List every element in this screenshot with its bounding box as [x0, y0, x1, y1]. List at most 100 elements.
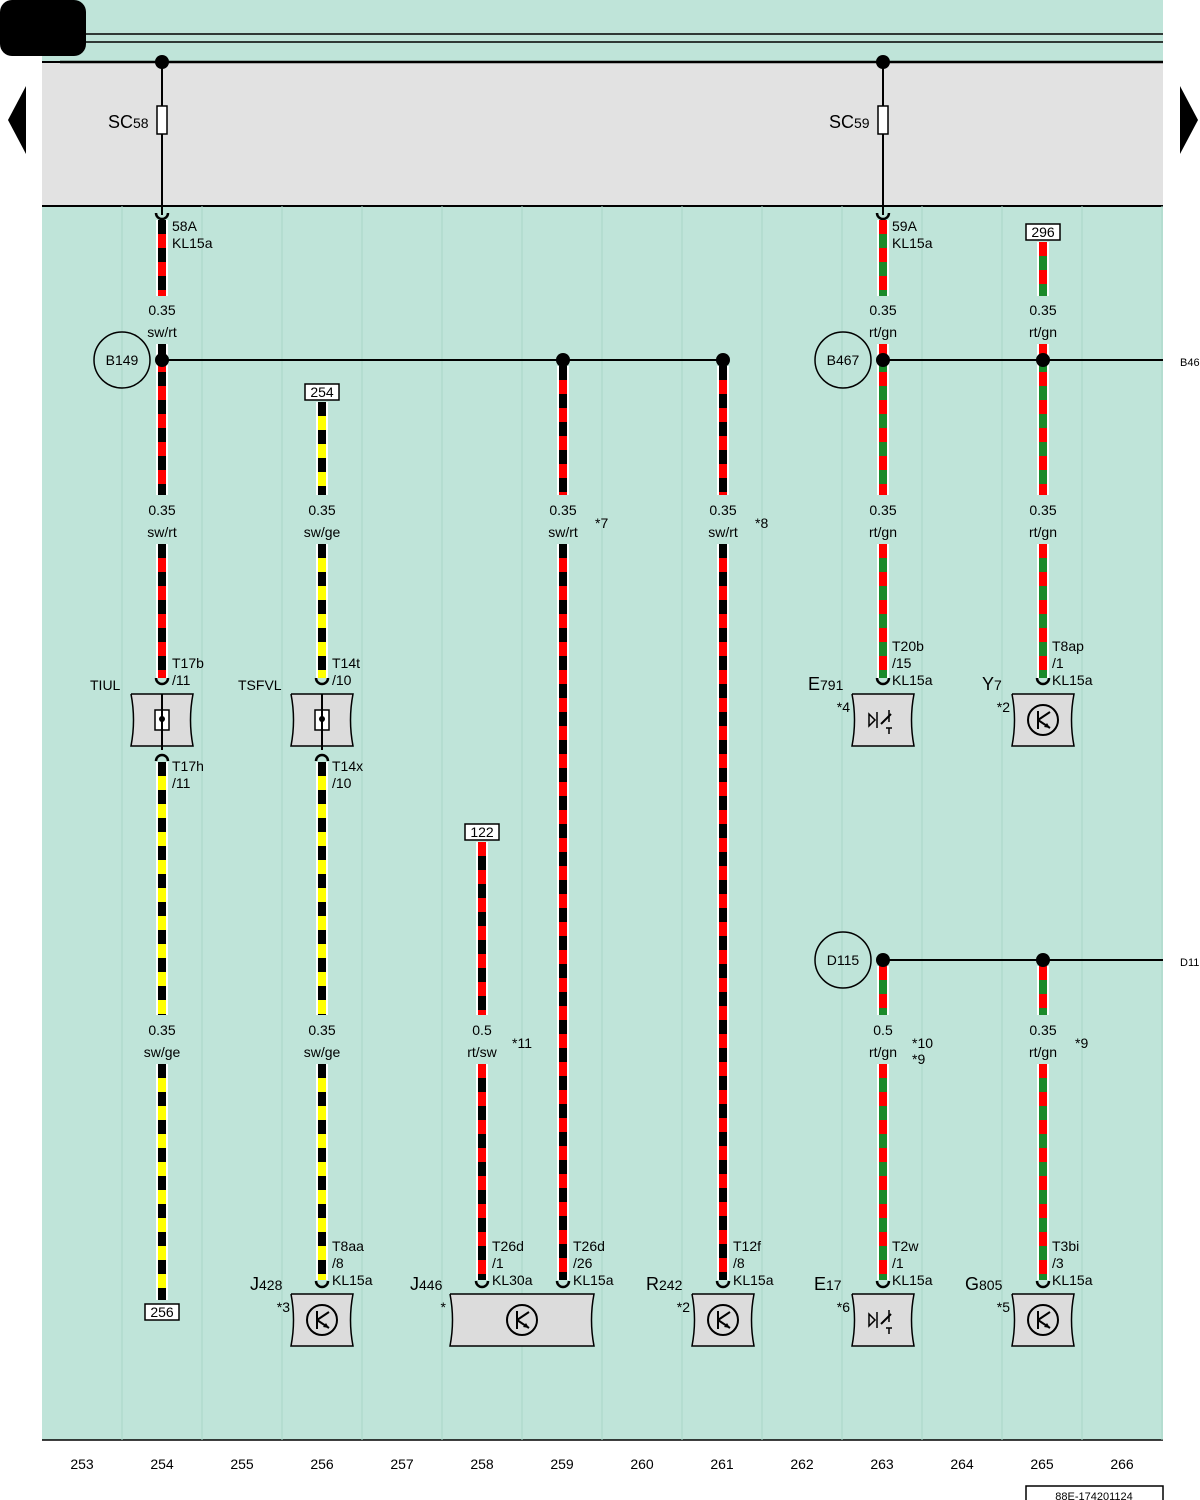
nav-left-arrow-icon[interactable] — [8, 86, 26, 154]
wire-gauge: 0.35 — [148, 502, 175, 518]
control-unit-icon — [1027, 1304, 1059, 1336]
wire-color-code: rt/gn — [1029, 524, 1057, 540]
pin-label-line: /8 — [733, 1255, 745, 1271]
pin-label-line: T8aa — [332, 1238, 364, 1254]
icon-line-a — [516, 1311, 530, 1321]
ref-box-label: 254 — [310, 384, 334, 400]
icon-circle — [1027, 704, 1059, 736]
bus-tap-dot — [876, 55, 890, 69]
wire-color-code: rt/gn — [1029, 1044, 1057, 1060]
track-number: 263 — [870, 1456, 894, 1472]
track-number: 260 — [630, 1456, 654, 1472]
icon-arrow — [323, 1323, 329, 1328]
wire-note-w263c: *9 — [912, 1051, 925, 1067]
node-D115: D115 — [814, 931, 872, 989]
wire-color-code: sw/rt — [147, 524, 177, 540]
component-J446 — [449, 1293, 595, 1347]
doc-id-box — [1025, 1485, 1164, 1500]
node-label: D115 — [827, 952, 860, 968]
bus-tap-dot — [155, 55, 169, 69]
wire-spec-backdrop — [533, 499, 593, 543]
wire-gauge: 0.35 — [308, 502, 335, 518]
wire-gauge: 0.5 — [873, 1022, 893, 1038]
component-note-E791: *4 — [837, 699, 850, 715]
pin-label-line: KL15a — [892, 672, 933, 688]
node-circle — [814, 331, 872, 389]
wire-spec-backdrop — [1013, 1019, 1073, 1063]
wire-gauge: 0.35 — [869, 502, 896, 518]
wire-gauge: 0.5 — [472, 1022, 492, 1038]
pin-label-line: T17h — [172, 758, 204, 774]
pin-label-line: /10 — [332, 775, 352, 791]
connector-t26d26 — [555, 1280, 571, 1289]
ref-box-r122: 122 — [464, 823, 500, 841]
connector-t2w — [875, 1280, 891, 1289]
wire-gauge: 0.35 — [869, 302, 896, 318]
ref-box-frame — [144, 1303, 180, 1321]
control-unit-icon — [306, 1304, 338, 1336]
component-R242 — [691, 1293, 755, 1347]
fuse-symbol-SC59 — [877, 105, 889, 135]
wire-gauge: 0.35 — [1029, 1022, 1056, 1038]
component-note-G805: *5 — [997, 1299, 1010, 1315]
node-label: B467 — [827, 352, 860, 368]
connector-t12f — [715, 1280, 731, 1289]
connector-t14x — [314, 753, 330, 762]
wire-gauge: 0.35 — [709, 502, 736, 518]
pin-label-line: KL15a — [733, 1272, 774, 1288]
fuse-box-band — [42, 62, 1163, 206]
icon-arrow — [1044, 1323, 1050, 1328]
ref-box-r296: 296 — [1025, 223, 1061, 241]
icon-circle — [506, 1304, 538, 1336]
icon-arrow — [523, 1323, 529, 1328]
nav-right-arrow-icon[interactable] — [1180, 86, 1198, 154]
wire-spec-backdrop — [132, 1019, 192, 1063]
splice-dot-d115-265 — [1036, 953, 1050, 967]
pin-label-line: /10 — [332, 672, 352, 688]
wire-color-code: sw/rt — [548, 524, 578, 540]
control-unit-icon — [707, 1304, 739, 1336]
pin-label-line: 59A — [892, 218, 918, 234]
wire-spec-backdrop — [1013, 299, 1073, 343]
icon-circle — [707, 1304, 739, 1336]
track-number: 257 — [390, 1456, 414, 1472]
ref-box-label: 296 — [1031, 224, 1055, 240]
pin-label-line: KL15a — [892, 235, 933, 251]
pin-label-line: /11 — [172, 775, 191, 791]
ref-box-r254: 254 — [304, 383, 340, 401]
component-J428 — [290, 1293, 354, 1347]
switch-icon — [868, 1310, 892, 1334]
track-number: 253 — [70, 1456, 94, 1472]
connector-t20b — [875, 677, 891, 686]
wire-spec-backdrop — [853, 1019, 913, 1063]
wire-note-w261: *8 — [755, 515, 768, 531]
track-number: 258 — [470, 1456, 494, 1472]
component-note-J446: * — [441, 1299, 447, 1315]
ref-box-label: 256 — [150, 1304, 174, 1320]
connector-t8ap — [1035, 677, 1051, 686]
connector-t26d1 — [474, 1280, 490, 1289]
icon-circle — [306, 1304, 338, 1336]
wire-color-code: rt/gn — [869, 524, 897, 540]
pin-label-line: T17b — [172, 655, 204, 671]
pin-label-line: KL15a — [1052, 1272, 1093, 1288]
track-number: 264 — [950, 1456, 974, 1472]
wire-color-code: sw/ge — [304, 1044, 341, 1060]
splice-dot-b149-261 — [716, 353, 730, 367]
track-number: 261 — [710, 1456, 734, 1472]
component-label-J428: J428 — [250, 1274, 283, 1294]
component-G805 — [1011, 1293, 1075, 1347]
pin-label-line: 58A — [172, 218, 198, 234]
fuse-symbol-SC58 — [156, 105, 168, 135]
pin-label-line: /1 — [892, 1255, 904, 1271]
wire-spec-backdrop — [853, 299, 913, 343]
component-note-J428: *3 — [277, 1299, 290, 1315]
splice-dot-d115-263 — [876, 953, 890, 967]
pin-label-line: T20b — [892, 638, 924, 654]
wire-color-code: rt/gn — [1029, 324, 1057, 340]
